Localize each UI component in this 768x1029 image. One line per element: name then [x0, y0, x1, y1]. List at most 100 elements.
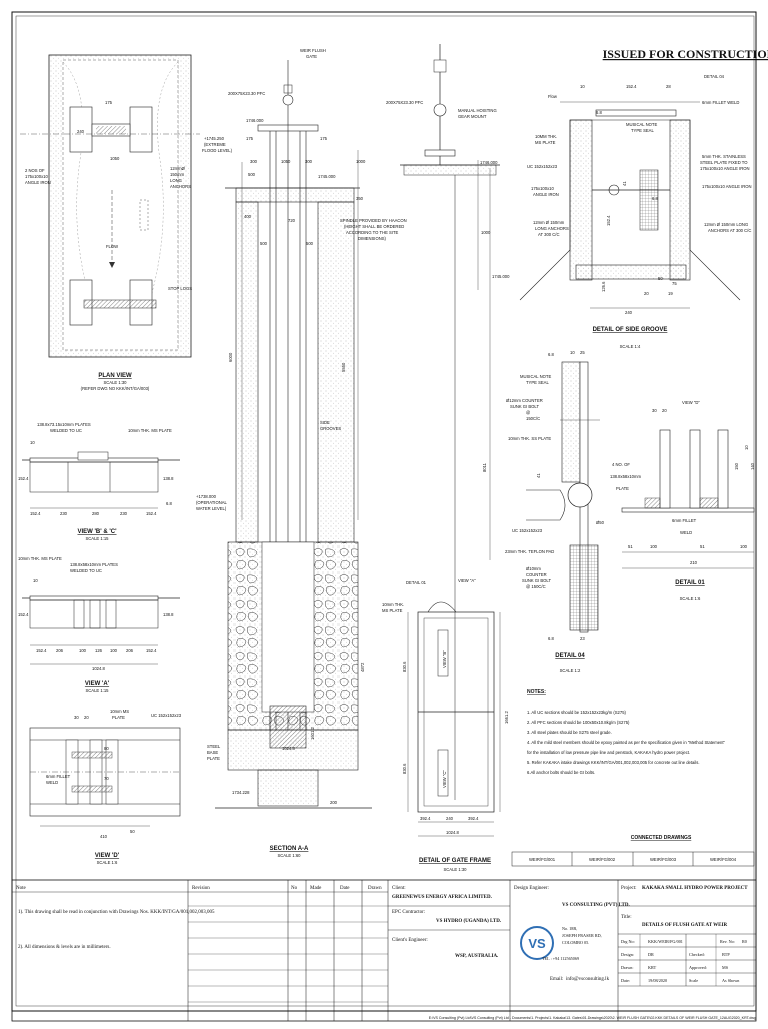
svg-text:(OPERATIONAL: (OPERATIONAL: [196, 500, 228, 505]
svg-text:300: 300: [305, 159, 313, 164]
svg-text:50: 50: [130, 829, 135, 834]
svg-text:140: 140: [750, 462, 755, 470]
svg-text:STOP LOGS: STOP LOGS: [168, 286, 192, 291]
svg-text:175x100x10: 175x100x10: [25, 174, 48, 179]
svg-text:152.4: 152.4: [18, 476, 29, 481]
connected-drawing-link[interactable]: WEIR/FG/001: [529, 857, 556, 862]
svg-text:1734.228: 1734.228: [232, 790, 250, 795]
svg-text:1024.8: 1024.8: [92, 666, 105, 671]
view-d: 30 20 10mm MS PLATE UC 152x152x23 80 70 …: [29, 709, 182, 865]
svg-text:EPC Contractor:: EPC Contractor:: [392, 910, 425, 915]
svg-text:BTP: BTP: [722, 952, 730, 957]
notes-heading: NOTES:: [527, 689, 546, 695]
file-path: E:\VS Consulting (Pvt) Ltd\VS Consulting…: [429, 1016, 756, 1020]
tb-note-2: 2). All dimensions & levels are in milli…: [18, 945, 111, 950]
detail-01: VIEW "D" 30 20 4 NO. OF 138.8x58x10mm PL…: [610, 400, 755, 601]
svg-text:10mm THK. SS PLATE: 10mm THK. SS PLATE: [508, 436, 551, 441]
connected-drawing-link[interactable]: WEIR/FG/004: [710, 857, 737, 862]
svg-text:10mm THK. MS PLATE: 10mm THK. MS PLATE: [18, 556, 62, 561]
svg-text:GATE: GATE: [306, 54, 317, 59]
svg-text:MS: MS: [722, 965, 729, 970]
hoist-elevation: 200X75X23.30 PFC MANUAL HOISTING GEAR MO…: [340, 44, 510, 800]
svg-text:As Shown: As Shown: [722, 978, 740, 983]
svg-text:UC 152x152x23: UC 152x152x23: [527, 164, 558, 169]
tb-project: KAKAKA SMALL HYDRO POWER PROJECT: [642, 886, 748, 891]
note-line: 1. All UC sections should be 152x152x23k…: [527, 710, 627, 715]
svg-text:1745.000: 1745.000: [492, 274, 510, 279]
tb-note-1: 1). This drawing shall be read in conjun…: [18, 910, 215, 915]
plan-view-title: PLAN VIEW: [98, 373, 132, 379]
svg-text:200X75X23.30 PFC: 200X75X23.30 PFC: [386, 100, 423, 105]
svg-text:PLATE: PLATE: [207, 756, 220, 761]
svg-text:6000: 6000: [228, 352, 233, 362]
view-a-title: VIEW 'A': [85, 681, 110, 687]
svg-text:SCALE 1:30: SCALE 1:30: [443, 867, 467, 872]
svg-text:80: 80: [104, 746, 109, 751]
svg-text:Made: Made: [310, 886, 322, 891]
connected-drawing-link[interactable]: WEIR/FG/003: [650, 857, 677, 862]
svg-text:138.8x58x10mm PLATES: 138.8x58x10mm PLATES: [70, 562, 118, 567]
svg-text:SCALE 1:30: SCALE 1:30: [103, 380, 127, 385]
svg-text:VIEW "A": VIEW "A": [458, 578, 476, 583]
tb-date: 19/08/2020: [648, 978, 667, 983]
svg-text:30: 30: [652, 408, 657, 413]
svg-text:(EXTREME: (EXTREME: [204, 142, 226, 147]
connected-title: CONNECTED DRAWINGS: [631, 835, 692, 841]
svg-text:100: 100: [79, 648, 87, 653]
svg-text:8011: 8011: [482, 462, 487, 472]
svg-text:Date: Date: [340, 886, 350, 891]
svg-text:BASE: BASE: [207, 750, 218, 755]
svg-text:150: 150: [734, 462, 739, 470]
plan-dim-1050: 1050: [110, 156, 120, 161]
svg-text:10: 10: [33, 578, 38, 583]
side-groove-detail: DETAIL 04 Flow 10 152.4 28 6mm FILLET WE…: [519, 74, 752, 349]
svg-text:10mm THK. MS PLATE: 10mm THK. MS PLATE: [128, 428, 172, 433]
svg-text:WELDED TO UC: WELDED TO UC: [50, 428, 82, 433]
svg-text:Ø50: Ø50: [596, 520, 605, 525]
svg-text:DETAIL 01: DETAIL 01: [406, 580, 427, 585]
plan-dim-175: 175: [105, 100, 113, 105]
tb-email[interactable]: info@vsconsulting.lk: [566, 977, 610, 982]
svg-text:240: 240: [446, 816, 454, 821]
svg-text:VIEW "B": VIEW "B": [442, 650, 447, 668]
svg-text:LONG ANCHORS: LONG ANCHORS: [535, 226, 569, 231]
svg-text:ANCHORS: ANCHORS: [170, 184, 191, 189]
svg-text:70: 70: [104, 776, 109, 781]
svg-text:175: 175: [246, 136, 254, 141]
svg-text:SCALE 1:60: SCALE 1:60: [277, 853, 301, 858]
svg-text:Email:: Email:: [550, 977, 563, 982]
svg-text:126.6: 126.6: [601, 281, 606, 292]
svg-text:6.8: 6.8: [652, 196, 658, 201]
view-a: 10mm THK. MS PLATE 138.8x58x10mm PLATES …: [18, 556, 180, 693]
tb-revision: R0: [742, 939, 747, 944]
title-block: Note 1). This drawing shall be read in c…: [11, 879, 757, 1022]
svg-text:230: 230: [60, 511, 68, 516]
tb-client-engineer: WSP, AUSTRALIA.: [455, 954, 499, 959]
svg-text:TYPE SEAL: TYPE SEAL: [526, 380, 549, 385]
svg-text:152.4: 152.4: [606, 215, 611, 226]
svg-text:152.4: 152.4: [626, 84, 637, 89]
connected-drawing-link[interactable]: WEIR/FG/002: [589, 857, 616, 862]
svg-text:DIMENSIONS): DIMENSIONS): [358, 236, 387, 241]
svg-text:PLATE: PLATE: [616, 486, 629, 491]
svg-text:23: 23: [580, 636, 585, 641]
gate-frame-title: DETAIL OF GATE FRAME: [419, 858, 491, 864]
svg-text:Design Engineer:: Design Engineer:: [514, 886, 549, 891]
svg-text:Drawn: Drawn: [368, 886, 382, 891]
svg-text:STEEL: STEEL: [207, 744, 221, 749]
svg-text:5550: 5550: [341, 362, 346, 372]
svg-text:UC 152x152x23: UC 152x152x23: [151, 713, 182, 718]
svg-text:FLOW: FLOW: [106, 244, 118, 249]
svg-text:SIDE: SIDE: [320, 420, 330, 425]
svg-text:SCALE 1:15: SCALE 1:15: [85, 688, 109, 693]
svg-text:138.8: 138.8: [163, 612, 174, 617]
svg-text:500: 500: [260, 241, 268, 246]
svg-text:ANGLE IRON: ANGLE IRON: [533, 192, 559, 197]
connected-drawings: CONNECTED DRAWINGS WEIR/FG/001 WEIR/FG/0…: [511, 835, 755, 867]
svg-text:1050: 1050: [281, 159, 291, 164]
svg-text:Scale: Scale: [689, 978, 698, 983]
note-line: 2. All PFC sections should be 100x50x10.…: [527, 720, 630, 725]
outer-border: [11, 11, 757, 1012]
